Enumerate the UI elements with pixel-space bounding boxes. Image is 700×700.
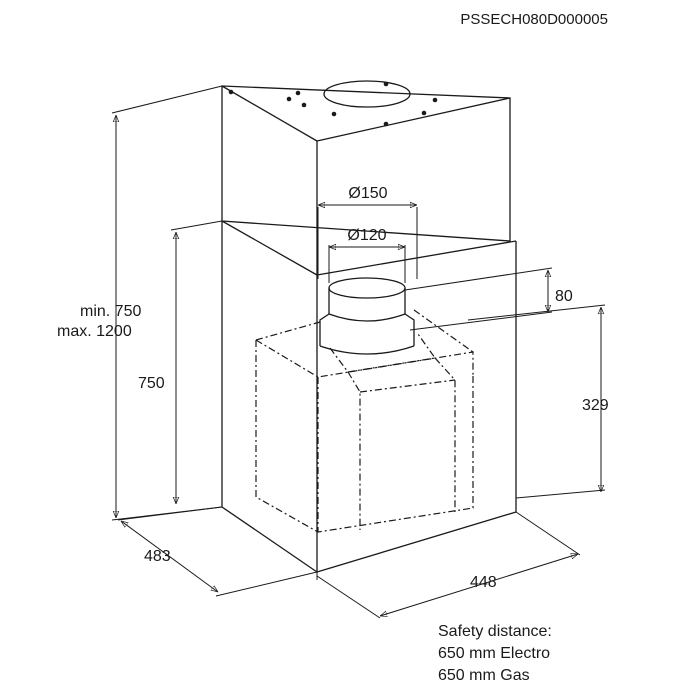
safety-note-gas: 650 mm Gas [438,667,530,684]
top-plate-holes [228,80,438,127]
lower-box [221,220,517,573]
dim-outer-diameter: Ø150 [317,185,418,279]
dim-width: 448 [316,511,581,619]
dim-inner-diameter: Ø120 [328,227,406,283]
label-height-max: max. 1200 [57,323,132,340]
safety-note: Safety distance: 650 mm Electro 650 mm G… [438,621,552,687]
dim-collar-height: 80 [404,267,573,331]
safety-note-electro: 650 mm Electro [438,645,551,662]
upper-chimney [221,85,511,275]
dim-total-height: min. 750 max. 1200 [57,85,223,521]
dim-filter-height: 329 [467,304,609,499]
label-filter-height: 329 [582,397,609,414]
label-outer-diameter: Ø150 [348,185,387,202]
label-collar-height: 80 [555,288,573,305]
label-depth: 483 [144,548,171,565]
model-code: PSSECH080D000005 [460,11,608,28]
label-lower-height: 750 [138,375,165,392]
filter-unit-hidden [255,309,474,533]
label-width: 448 [470,574,497,591]
dim-depth: 483 [117,506,318,597]
duct-collar [319,277,415,355]
dim-lower-height: 750 [138,220,223,504]
safety-note-title: Safety distance: [438,623,552,640]
label-height-min: min. 750 [80,303,141,320]
label-inner-diameter: Ø120 [347,227,386,244]
